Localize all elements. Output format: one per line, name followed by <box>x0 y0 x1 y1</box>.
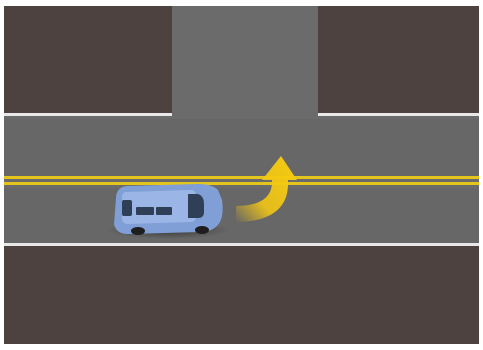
edge-line-top-left <box>4 113 172 116</box>
side-street <box>172 6 318 118</box>
car-windshield <box>188 194 204 218</box>
block-bottom <box>4 246 479 344</box>
center-line-lower <box>4 182 479 185</box>
edge-line-top-right <box>318 113 479 116</box>
car-side-window-2 <box>156 207 172 215</box>
lane-shade-westbound <box>4 119 479 177</box>
car-side-window-1 <box>136 207 154 215</box>
car-rear-window <box>122 200 132 216</box>
edge-line-bottom <box>4 243 479 246</box>
car <box>106 184 230 239</box>
car-wheel-rear <box>131 227 145 235</box>
car-hood <box>204 196 218 220</box>
car-wheel-front <box>195 226 209 234</box>
center-line-upper <box>4 176 479 179</box>
block-top-right <box>318 6 479 114</box>
block-top-left <box>4 6 172 114</box>
